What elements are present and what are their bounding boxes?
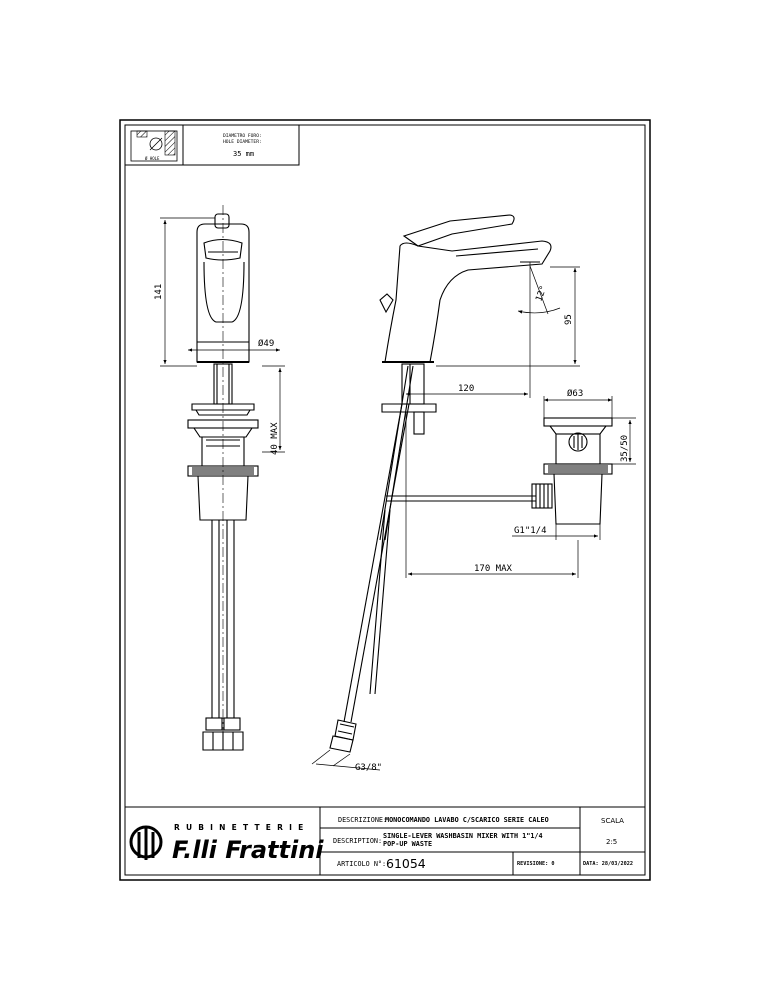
- front-dimensions: [160, 217, 285, 453]
- hole-icon: Ø HOLE: [130, 130, 178, 162]
- description-label: DESCRIPTION:: [333, 837, 382, 845]
- sheet-outer-border: [119, 119, 651, 881]
- hole-label-it: DIAMETRO FORO:: [223, 133, 262, 139]
- dim-reach: 120: [458, 384, 474, 394]
- descrizione-label: DESCRIZIONE:: [338, 816, 387, 824]
- scala-label: SCALA: [601, 817, 624, 825]
- front-view: [187, 205, 259, 751]
- dim-waste-height: 35/50: [620, 435, 630, 462]
- dim-angle: 12°: [534, 284, 549, 303]
- articolo-label: ARTICOLO N°:: [337, 860, 386, 868]
- side-view: [329, 214, 552, 753]
- sheet-inner-border: [124, 124, 646, 876]
- company-logo: RUBINETTERIE F.lli Frattini: [129, 823, 324, 864]
- revisione: REVISIONE: 0: [517, 861, 554, 867]
- dim-waste-dia: Ø63: [567, 388, 583, 399]
- dim-base-dia: Ø49: [258, 338, 274, 349]
- logo-mark-icon: [129, 825, 163, 860]
- description-line2: POP-UP WASTE: [383, 840, 432, 848]
- hole-diameter-box: Ø HOLE DIAMETRO FORO: HOLE DIAMETER: 35 …: [124, 124, 300, 166]
- description-line1: SINGLE-LEVER WASHBASIN MIXER WITH 1"1/4: [383, 832, 543, 840]
- dim-hose-thread: G3/8": [355, 763, 382, 773]
- company-name: F.lli Frattini: [172, 836, 324, 864]
- company-top-label: RUBINETTERIE: [174, 823, 309, 832]
- hole-icon-caption: Ø HOLE: [145, 156, 160, 161]
- dim-waste-thread: G1"1/4: [514, 526, 547, 536]
- articolo-value: 61054: [386, 856, 426, 871]
- data-date: DATA: 28/03/2022: [583, 861, 633, 867]
- descrizione-value: MONOCOMANDO LAVABO C/SCARICO SERIE CALEO: [385, 816, 549, 824]
- waste-dimensions: [512, 396, 636, 540]
- scala-value: 2:5: [606, 838, 617, 846]
- hole-value: 35 mm: [233, 150, 254, 158]
- dim-thickness: 40 MAX: [270, 422, 280, 455]
- waste-detail: [531, 417, 613, 525]
- hole-label-en: HOLE DIAMETER:: [223, 139, 262, 145]
- title-block: [125, 806, 645, 875]
- dim-spout-height: 95: [564, 314, 574, 325]
- dim-rod-length: 170 MAX: [474, 564, 513, 574]
- side-dimensions: [311, 262, 580, 771]
- dim-height-141: 141: [154, 284, 164, 300]
